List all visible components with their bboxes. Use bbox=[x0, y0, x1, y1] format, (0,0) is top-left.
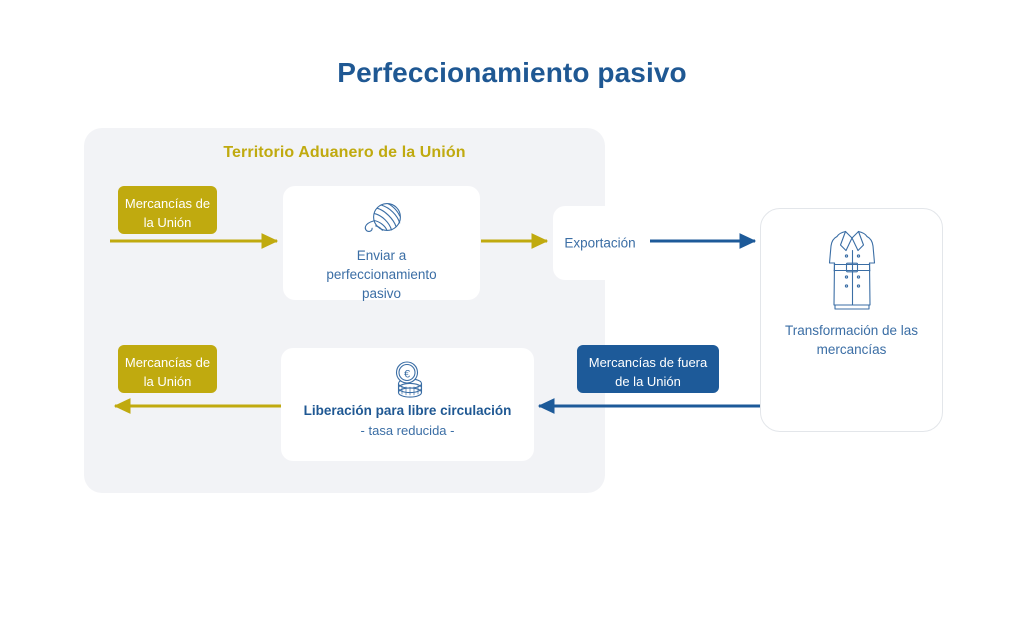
card-transformation-label: Transformación de las mercancías bbox=[784, 323, 919, 357]
card-release-free-circulation[interactable]: € Liberación para libre circulación - ta… bbox=[281, 348, 534, 461]
yarn-ball-icon bbox=[359, 200, 405, 247]
card-release-label-main: Liberación para libre circulación bbox=[303, 403, 512, 418]
tag-union-goods-bottom-line1: Mercancías de bbox=[124, 355, 211, 370]
coat-icon bbox=[816, 225, 888, 322]
card-release-label-sub: - tasa reducida - bbox=[360, 423, 455, 438]
page-title: Perfeccionamiento pasivo bbox=[337, 57, 687, 88]
card-export-label: Exportación bbox=[564, 235, 636, 251]
tag-union-goods-top-line1: Mercancías de bbox=[124, 196, 211, 211]
tag-non-union-goods-line2: de la Unión bbox=[615, 374, 681, 389]
svg-text:€: € bbox=[403, 368, 409, 380]
tag-union-goods-top-line2: la Unión bbox=[143, 215, 192, 230]
card-transformation[interactable]: Transformación de las mercancías bbox=[760, 208, 943, 432]
tag-non-union-goods-line1: Mercancías de fuera bbox=[588, 355, 708, 370]
tag-union-goods-bottom-line2: la Unión bbox=[143, 374, 192, 389]
tag-non-union-goods: Mercancías de fuera de la Unión bbox=[577, 345, 719, 393]
euro-coins-icon: € bbox=[386, 358, 430, 407]
tag-union-goods-bottom: Mercancías de la Unión bbox=[118, 345, 217, 393]
card-send-outward-processing-label: Enviar a perfeccionamiento pasivo bbox=[326, 248, 437, 301]
card-send-outward-processing[interactable]: Enviar a perfeccionamiento pasivo bbox=[283, 186, 480, 301]
tag-union-goods-top: Mercancías de la Unión bbox=[118, 186, 217, 234]
union-territory-heading: Territorio Aduanero de la Unión bbox=[223, 144, 466, 161]
card-export[interactable]: Exportación bbox=[553, 206, 647, 280]
